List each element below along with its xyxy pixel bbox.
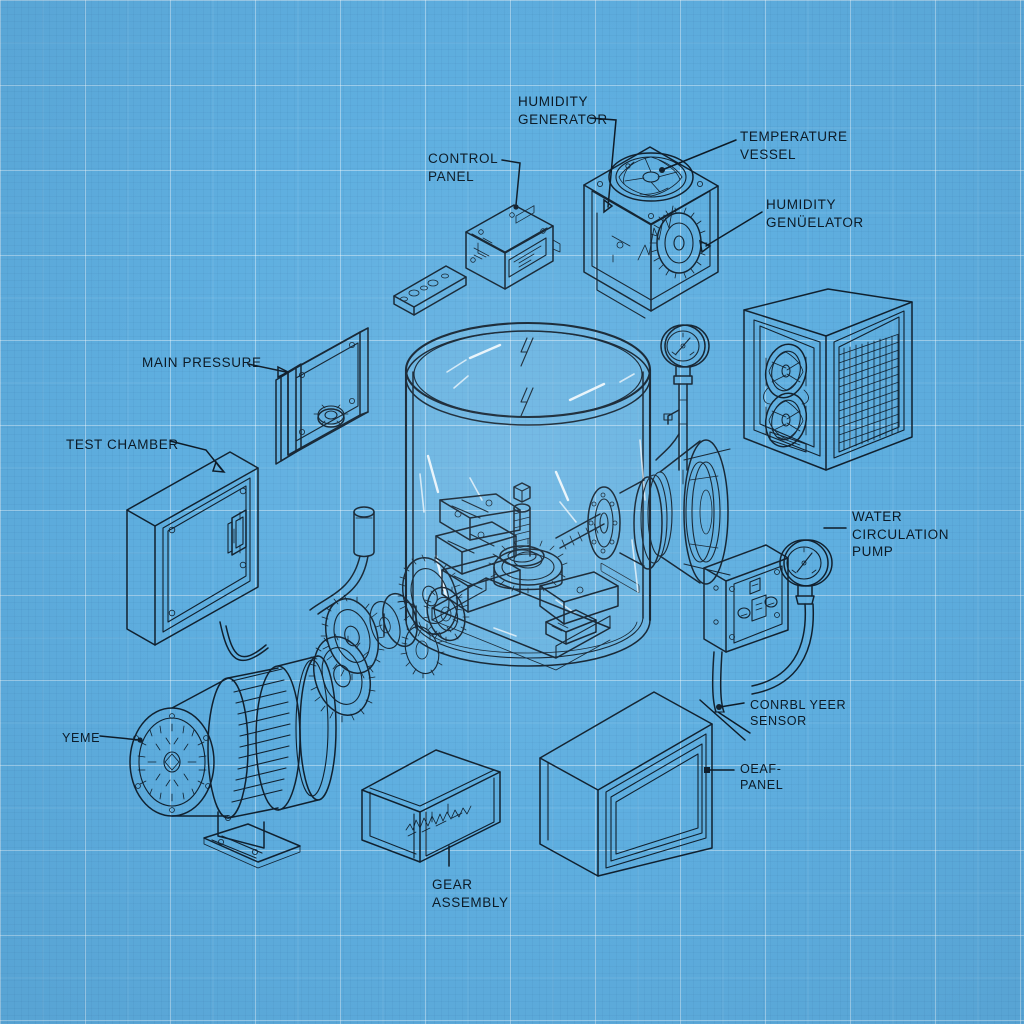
internal-mechanism (431, 482, 619, 671)
label-humidity-genelator: HUMIDITY GENÜELATOR (766, 197, 864, 230)
condenser-unit (743, 288, 913, 471)
main-pressure-box (275, 327, 369, 465)
label-gear-assembly: GEAR ASSEMBLY (432, 877, 509, 910)
sensor-control-box (703, 539, 833, 713)
label-oeaf-panel: OEAF- PANEL (740, 762, 784, 793)
label-yeme: YEME (62, 731, 101, 745)
control-panel-box (465, 204, 561, 290)
gear-e (422, 585, 470, 643)
display-panel (539, 691, 713, 877)
gear-f (400, 623, 445, 679)
gear-d (308, 633, 376, 723)
label-conrbl-yeer-sensor: CONRBL YEER SENSOR (750, 698, 847, 729)
gear-cluster (308, 554, 470, 723)
label-main-pressure: MAIN PRESSURE (142, 355, 262, 370)
leader-lines (99, 117, 847, 867)
gear-assembly-box (361, 749, 501, 863)
electric-motor (129, 655, 337, 869)
label-control-panel: CONTROL PANEL (428, 151, 499, 184)
humidity-generator-cube (583, 146, 719, 593)
test-chamber-box (126, 451, 269, 661)
pressure-gauge-top (655, 324, 710, 485)
glass-cylinder (404, 321, 652, 667)
condenser-fan-lower (764, 392, 808, 448)
label-humidity-generator-top: HUMIDITY GENERATOR (518, 94, 608, 127)
probe-cylinder (309, 506, 375, 615)
condenser-fan-upper (764, 343, 808, 399)
label-temperature-vessel: TEMPERATURE VESSEL (740, 129, 848, 162)
mounting-plate (393, 265, 467, 316)
label-test-chamber: TEST CHAMBER (66, 437, 179, 452)
label-water-circulation-pump: WATER CIRCULATION PUMP (852, 509, 950, 560)
